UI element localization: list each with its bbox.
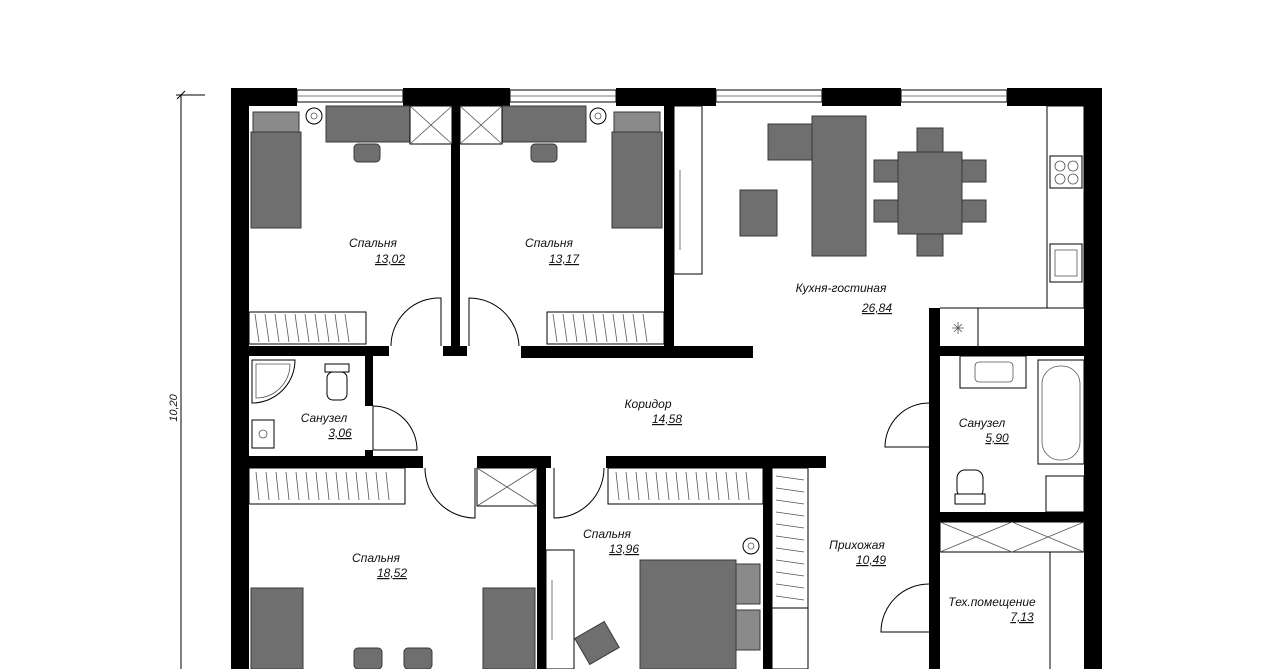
room-name-bedroom-4: Спальня: [583, 527, 631, 541]
room-area-bathroom-2: 5,90: [985, 431, 1009, 445]
room-area-corridor: 14,58: [652, 412, 682, 426]
utility-room-cabinet: [939, 521, 1085, 669]
dimension-line: 10,20: [168, 90, 205, 669]
hallway-wardrobe: [771, 467, 809, 669]
room-name-hallway: Прихожая: [829, 538, 885, 552]
bedroom-3-furniture: [248, 467, 538, 669]
doors: [372, 297, 930, 633]
room-area-bathroom-1: 3,06: [328, 426, 352, 440]
dimension-label: 10,20: [168, 393, 180, 421]
room-area-bedroom-1: 13,02: [375, 252, 405, 266]
windows: [296, 89, 1008, 103]
bedroom-2-furniture: [459, 105, 665, 345]
room-name-corridor: Коридор: [624, 397, 671, 411]
bathroom-1-fixtures: [251, 359, 350, 449]
room-area-bedroom-4: 13,96: [609, 542, 639, 556]
room-area-bedroom-2: 13,17: [549, 252, 580, 266]
bedroom-4-furniture: [545, 467, 764, 669]
room-area-hallway: 10,49: [856, 553, 886, 567]
room-name-utility-room: Тех.помещение: [948, 595, 1036, 609]
room-area-utility-room: 7,13: [1010, 610, 1034, 624]
room-name-bathroom-2: Санузел: [959, 416, 1006, 430]
interior-walls: [249, 106, 1084, 669]
room-name-bedroom-3: Спальня: [352, 551, 400, 565]
room-name-kitchen-living: Кухня-гостиная: [796, 281, 887, 295]
room-area-bedroom-3: 18,52: [377, 566, 407, 580]
room-name-bedroom-1: Спальня: [349, 236, 397, 250]
bedroom-1-furniture: [248, 105, 453, 345]
room-area-kitchen-living: 26,84: [861, 301, 892, 315]
kitchen-living-furniture: [673, 105, 1085, 346]
outer-walls: [231, 88, 1102, 669]
room-name-bedroom-2: Спальня: [525, 236, 573, 250]
room-name-bathroom-1: Санузел: [301, 411, 348, 425]
bathroom-2-fixtures: [954, 355, 1085, 513]
room-labels: Спальня 13,02 Спальня 13,17 Кухня-гостин…: [301, 236, 1036, 624]
